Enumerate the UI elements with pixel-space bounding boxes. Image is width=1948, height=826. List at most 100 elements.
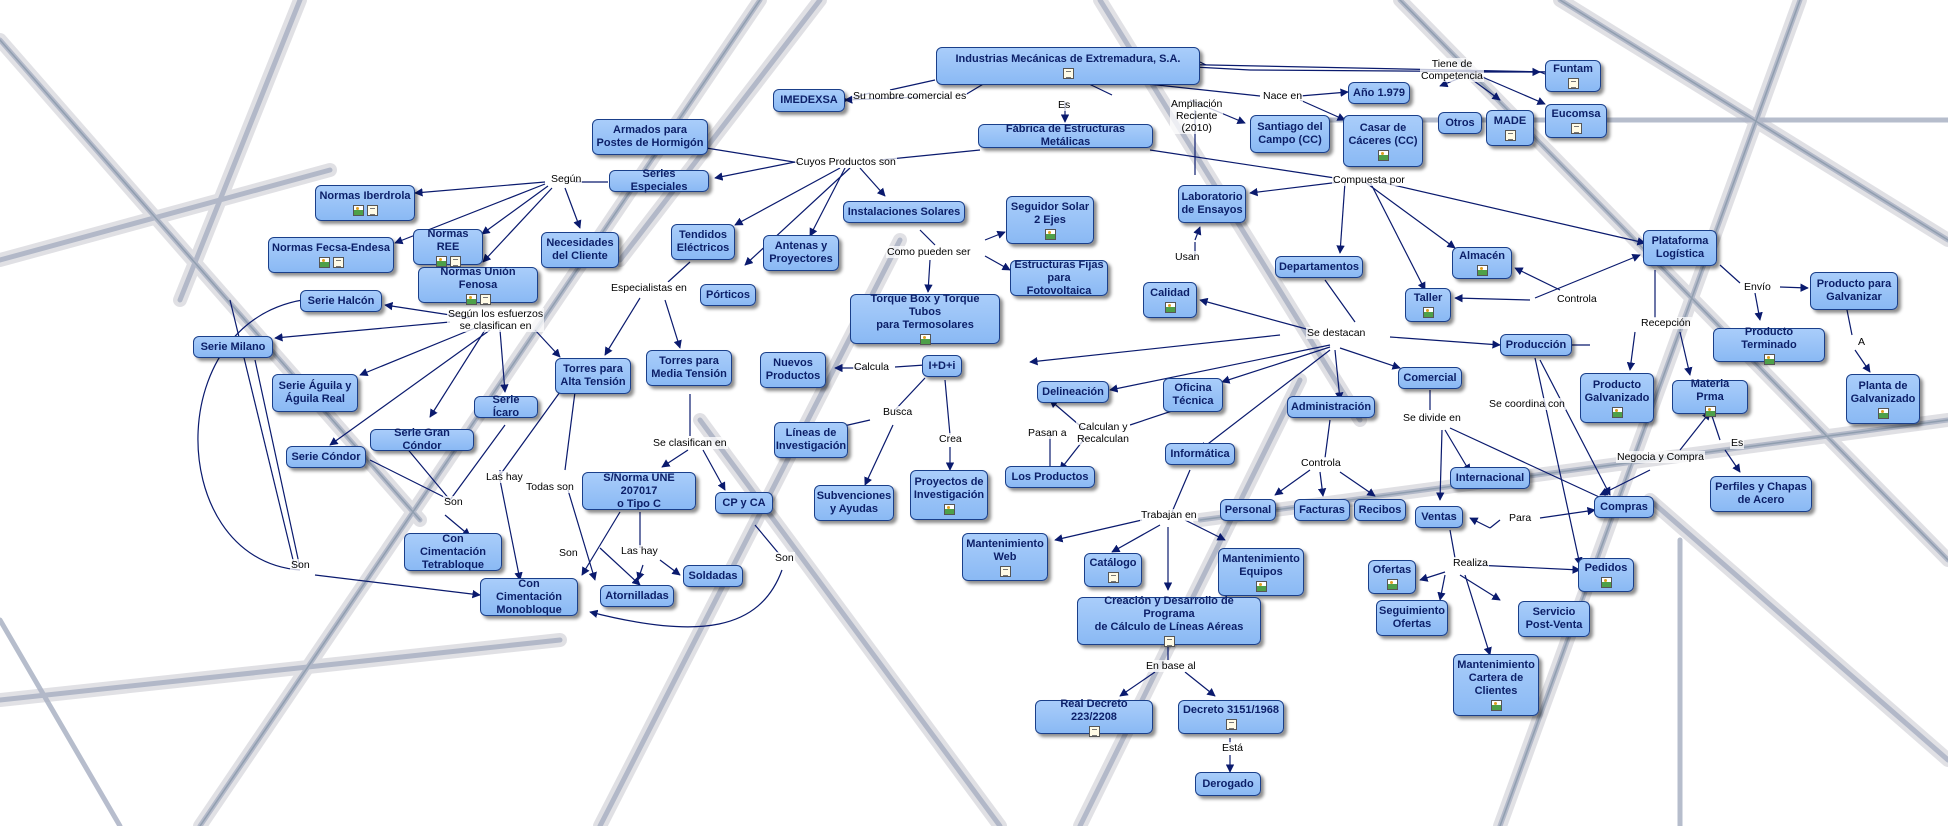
node-subvenciones[interactable]: Subvenciones y Ayudas [814, 485, 894, 521]
node-informatica[interactable]: Informática [1165, 443, 1235, 465]
node-decreto[interactable]: Decreto 3151/1968 [1178, 700, 1284, 734]
node-proyectos-investigacion[interactable]: Proyectos de Investigación [910, 470, 988, 520]
node-producto-para-galvanizar[interactable]: Producto para Galvanizar [1810, 272, 1898, 310]
node-snorma[interactable]: S/Norma UNE 207017 o Tipo C [582, 472, 696, 510]
node-plataforma[interactable]: Plataforma Logística [1643, 230, 1717, 266]
document-icon[interactable] [1062, 68, 1074, 79]
image-icon[interactable] [435, 255, 447, 267]
image-icon[interactable] [1044, 228, 1056, 240]
node-casar[interactable]: Casar de Cáceres (CC) [1343, 115, 1423, 167]
node-derogado[interactable]: Derogado [1195, 772, 1261, 796]
node-catalogo[interactable]: Catálogo [1084, 553, 1142, 587]
node-atornilladas[interactable]: Atornilladas [600, 585, 674, 607]
node-series-especiales[interactable]: Series Especiales [609, 168, 709, 193]
node-administracion[interactable]: Administración [1287, 396, 1375, 418]
node-producto-terminado[interactable]: Producto Terminado [1713, 326, 1825, 365]
node-antenas[interactable]: Antenas y Proyectores [763, 235, 839, 271]
image-icon[interactable] [465, 293, 477, 305]
image-icon[interactable] [919, 334, 931, 345]
node-necesidades[interactable]: Necesidades del Cliente [541, 232, 619, 268]
node-normas-fecsa[interactable]: Normas Fecsa-Endesa [268, 237, 394, 273]
document-icon[interactable] [1088, 725, 1100, 737]
node-almacen[interactable]: Almacén [1452, 247, 1512, 279]
node-oficina-tecnica[interactable]: Oficina Técnica [1163, 378, 1223, 412]
node-personal[interactable]: Personal [1220, 499, 1276, 521]
node-soldadas[interactable]: Soldadas [683, 565, 743, 587]
node-normas-union-fenosa[interactable]: Normas Unión Fenosa [418, 266, 538, 305]
node-otros[interactable]: Otros [1438, 112, 1482, 134]
node-armados[interactable]: Armados para Postes de Hormigón [592, 119, 708, 155]
document-icon[interactable] [449, 255, 461, 267]
node-real-decreto[interactable]: Real Decreto 223/2208 [1035, 698, 1153, 737]
node-internacional[interactable]: Internacional [1450, 467, 1530, 489]
node-planta-galvanizado[interactable]: Planta de Galvanizado [1846, 374, 1920, 424]
node-torres-alta[interactable]: Torres para Alta Tensión [555, 358, 631, 394]
document-icon[interactable] [1504, 130, 1516, 141]
node-compras[interactable]: Compras [1594, 496, 1654, 518]
node-serie-gran-condor[interactable]: Serie Gran Cóndor [370, 427, 474, 452]
node-taller[interactable]: Taller [1405, 288, 1451, 322]
node-produccion[interactable]: Producción [1500, 334, 1572, 356]
node-cp-ca[interactable]: CP y CA [715, 492, 773, 514]
node-serie-aguila[interactable]: Serie Águila y Águila Real [272, 374, 358, 412]
image-icon[interactable] [1422, 307, 1434, 318]
image-icon[interactable] [1377, 149, 1389, 161]
document-icon[interactable] [1225, 719, 1237, 730]
node-materia-prima[interactable]: Materia Prma [1672, 378, 1748, 417]
document-icon[interactable] [1567, 78, 1579, 89]
document-icon[interactable] [366, 205, 378, 216]
image-icon[interactable] [1164, 302, 1176, 313]
node-facturas[interactable]: Facturas [1294, 499, 1350, 521]
node-mant-web[interactable]: Mantenimiento Web [962, 533, 1048, 581]
node-estructuras-fijas[interactable]: Estructuras Fijas para Fotovoltaica [1010, 259, 1108, 297]
node-ofertas[interactable]: Ofertas [1368, 560, 1416, 594]
image-icon[interactable] [1704, 405, 1716, 417]
node-los-productos[interactable]: Los Productos [1005, 466, 1095, 488]
document-icon[interactable] [1163, 636, 1175, 647]
image-icon[interactable] [1255, 580, 1267, 592]
node-seguidor-solar[interactable]: Seguidor Solar 2 Ejes [1006, 196, 1094, 244]
image-icon[interactable] [1386, 579, 1398, 590]
node-lineas-investigacion[interactable]: Líneas de Investigación [774, 422, 848, 458]
node-root[interactable]: Industrias Mecánicas de Extremadura, S.A… [936, 47, 1200, 85]
node-normas-ree[interactable]: Normas REE [413, 228, 483, 267]
node-departamentos[interactable]: Departamentos [1275, 256, 1363, 278]
image-icon[interactable] [1490, 700, 1502, 711]
node-imasd[interactable]: I+D+i [922, 355, 962, 377]
node-serie-halcon[interactable]: Serie Halcón [300, 290, 382, 312]
node-recibos[interactable]: Recibos [1354, 499, 1406, 521]
node-calidad[interactable]: Calidad [1143, 282, 1197, 318]
node-torres-media[interactable]: Torres para Media Tensión [646, 350, 732, 386]
node-porticos[interactable]: Pórticos [700, 284, 756, 306]
node-serie-icaro[interactable]: Serie Ícaro [474, 394, 538, 419]
node-servicio[interactable]: Servicio Post-Venta [1518, 601, 1590, 637]
image-icon[interactable] [1476, 265, 1488, 276]
node-delineacion[interactable]: Delineación [1037, 381, 1109, 403]
document-icon[interactable] [999, 565, 1011, 577]
node-fabrica[interactable]: Fábrica de Estructuras Metálicas [978, 123, 1153, 148]
node-nuevos-productos[interactable]: Nuevos Productos [760, 352, 826, 388]
node-producto-galvanizado[interactable]: Producto Galvanizado [1580, 373, 1654, 423]
document-icon[interactable] [1570, 123, 1582, 134]
image-icon[interactable] [352, 205, 364, 216]
image-icon[interactable] [318, 257, 330, 268]
node-perfiles[interactable]: Perfiles y Chapas de Acero [1710, 476, 1812, 512]
image-icon[interactable] [1611, 406, 1623, 418]
node-funtam[interactable]: Funtam [1545, 60, 1601, 92]
document-icon[interactable] [332, 257, 344, 268]
image-icon[interactable] [1600, 577, 1612, 588]
node-torque[interactable]: Torque Box y Torque Tubos para Termosola… [850, 293, 1000, 345]
node-tendidos[interactable]: Tendidos Eléctricos [671, 224, 735, 260]
node-mant-cartera[interactable]: Mantenimiento Cartera de Clientes [1453, 654, 1539, 716]
node-imedexsa[interactable]: IMEDEXSA [773, 89, 845, 112]
node-pedidos[interactable]: Pedidos [1578, 558, 1634, 592]
node-ventas[interactable]: Ventas [1415, 506, 1463, 528]
image-icon[interactable] [943, 503, 955, 515]
node-normas-iberdrola[interactable]: Normas Iberdrola [315, 185, 415, 221]
node-laboratorio[interactable]: Laboratorio de Ensayos [1178, 185, 1246, 223]
node-serie-condor[interactable]: Serie Cóndor [286, 446, 366, 468]
node-con-tetrabloque[interactable]: Con Cimentación Tetrabloque [404, 533, 502, 571]
node-serie-milano[interactable]: Serie Milano [193, 336, 273, 358]
node-made[interactable]: MADE [1486, 110, 1534, 146]
image-icon[interactable] [1763, 353, 1775, 365]
